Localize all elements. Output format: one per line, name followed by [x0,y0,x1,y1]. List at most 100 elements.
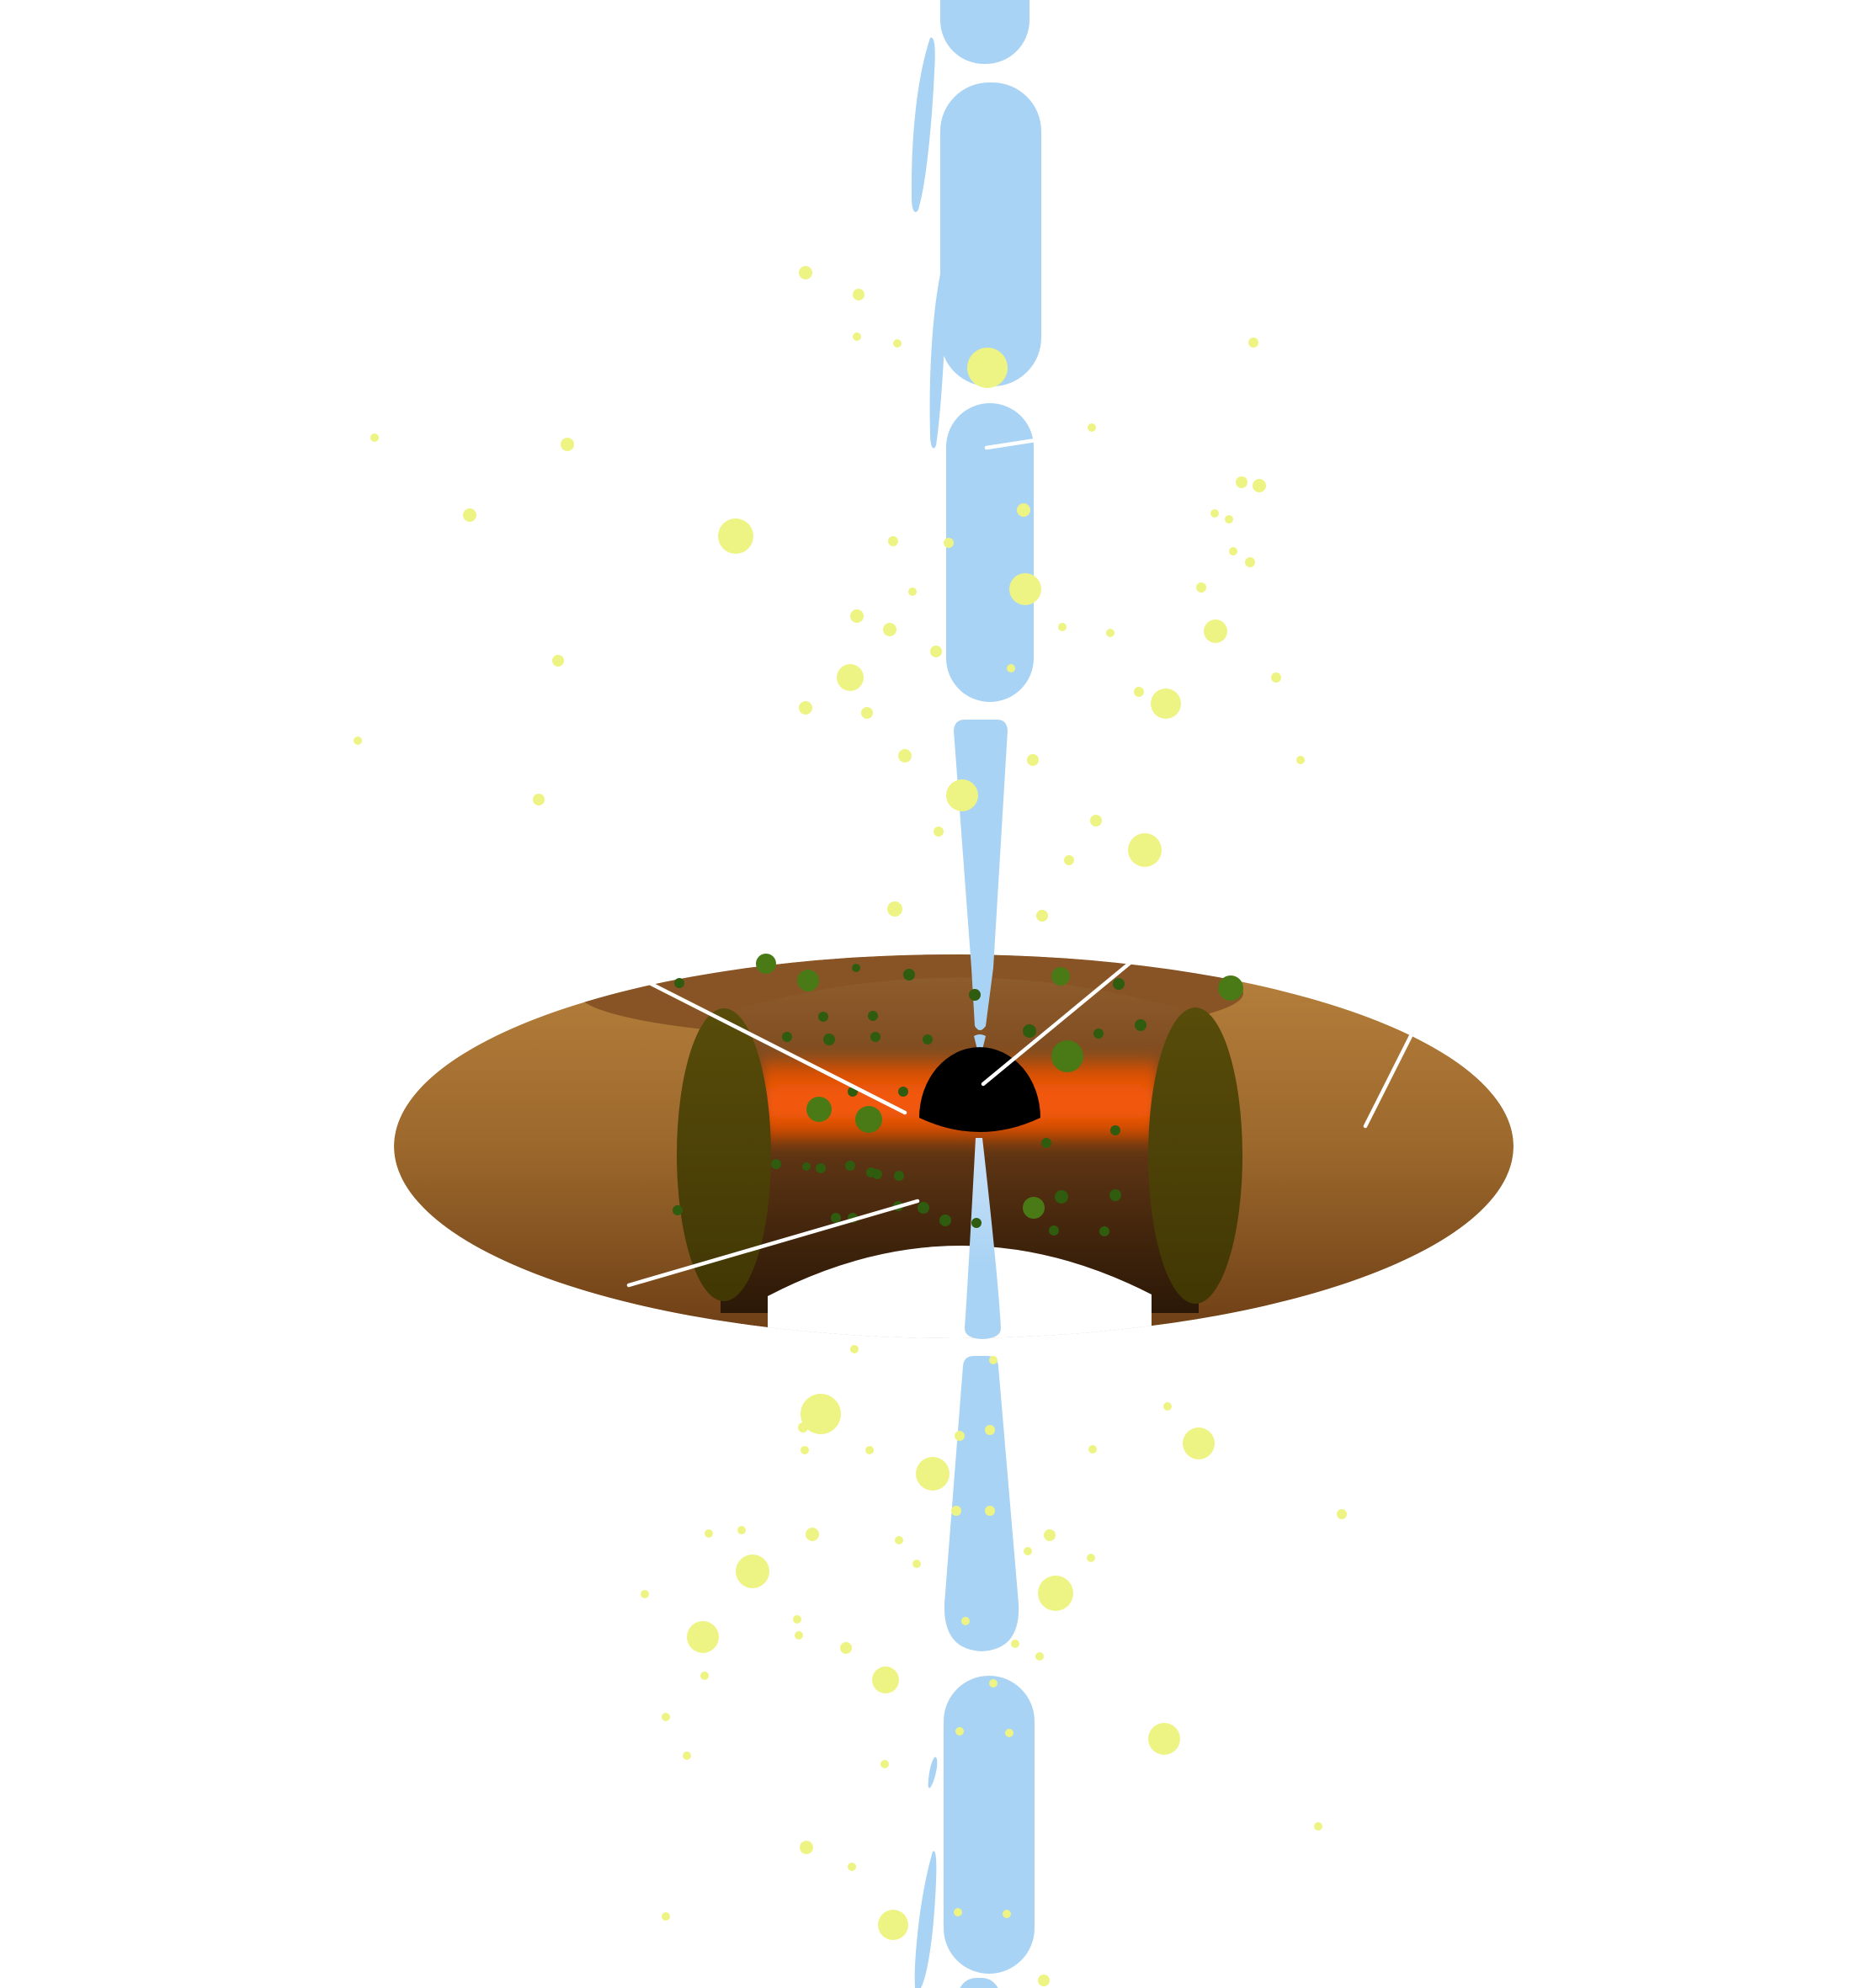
yellow-cloud [1314,1822,1322,1831]
green-cloud [673,1205,683,1215]
torus-cut-face [677,1008,771,1301]
yellow-cloud [1296,756,1305,764]
leader-line [627,970,907,1115]
green-cloud [1135,1019,1146,1031]
yellow-cloud [880,1760,889,1768]
green-cloud [1113,978,1125,990]
inner-cloud-layer [673,954,1243,1236]
green-cloud [1023,1024,1036,1038]
yellow-cloud [1005,1729,1013,1737]
yellow-cloud [989,1356,998,1364]
yellow-cloud [1038,1975,1050,1986]
yellow-cloud [799,266,812,279]
yellow-cloud [683,1751,691,1760]
yellow-cloud [887,901,902,917]
yellow-cloud [837,664,864,691]
yellow-cloud [1106,629,1115,637]
green-cloud [1099,1226,1109,1236]
jet-segment-top [940,0,1029,64]
yellow-cloud [801,1394,841,1434]
green-cloud [823,1034,835,1045]
yellow-cloud [662,1713,670,1721]
yellow-cloud [1183,1427,1215,1459]
yellow-cloud [1151,688,1181,719]
green-cloud [1109,1189,1121,1201]
bipolar-jet [911,0,1041,1988]
yellow-cloud [883,623,896,636]
green-cloud [782,1032,792,1042]
green-cloud [872,1169,882,1179]
yellow-cloud [801,1446,809,1454]
outer-cloud-layer [354,266,1347,1986]
green-cloud [939,1215,951,1226]
green-cloud [1055,1190,1068,1204]
green-cloud [1093,1029,1104,1039]
yellow-cloud [705,1529,713,1538]
yellow-cloud [985,1425,995,1435]
green-cloud [816,1163,826,1173]
yellow-cloud [354,736,362,745]
yellow-cloud [1163,1402,1172,1411]
yellow-cloud [800,1841,813,1854]
yellow-cloud [1044,1529,1056,1541]
yellow-cloud [853,332,861,341]
yellow-cloud [370,433,379,442]
yellow-cloud [1196,582,1206,593]
yellow-cloud [888,536,898,546]
yellow-cloud [878,1910,908,1940]
yellow-cloud [1009,573,1041,605]
yellow-cloud [944,538,954,548]
yellow-cloud [1088,1445,1097,1454]
green-cloud [870,1032,880,1042]
yellow-cloud [1064,855,1074,865]
yellow-cloud [533,794,545,805]
yellow-cloud [1128,833,1162,867]
yellow-cloud [1058,623,1067,631]
green-cloud [1051,967,1070,986]
green-cloud [831,1213,841,1223]
green-cloud [845,1161,855,1171]
yellow-cloud [916,1457,950,1491]
yellow-cloud [989,1679,998,1688]
yellow-cloud [1236,476,1248,488]
yellow-cloud [946,779,978,811]
yellow-cloud [895,1536,903,1544]
green-cloud [806,1097,832,1122]
yellow-cloud [1248,338,1258,348]
yellow-cloud [793,1615,801,1624]
yellow-cloud [737,1526,746,1534]
green-cloud [855,1106,882,1133]
yellow-cloud [1024,1547,1032,1555]
green-cloud [756,954,776,974]
yellow-cloud [951,1506,961,1516]
green-cloud [903,969,915,981]
yellow-cloud [840,1642,852,1654]
yellow-cloud [1036,910,1048,922]
yellow-cloud [1003,1910,1011,1918]
green-cloud [797,970,819,991]
yellow-cloud [1225,515,1233,524]
yellow-cloud [1204,619,1227,643]
green-cloud [868,1011,878,1021]
yellow-cloud [1007,664,1015,672]
green-cloud [971,1218,982,1228]
jet-sliver [929,258,948,449]
yellow-cloud [930,646,942,657]
leader-line [626,1199,920,1288]
yellow-cloud [561,438,574,451]
yellow-cloud [463,508,476,522]
yellow-cloud [893,339,902,348]
jet-sliver [911,37,935,212]
yellow-cloud [934,827,944,837]
yellow-cloud [552,655,564,667]
yellow-cloud [850,1345,859,1353]
yellow-cloud [872,1666,899,1693]
jet-segment-top [974,1034,986,1050]
jet-segment-bottom [944,1676,1035,1974]
yellow-cloud [898,749,912,763]
jet-segment-bottom [944,1356,1019,1651]
yellow-cloud [1148,1723,1180,1755]
green-cloud [852,964,860,972]
jet-segment-bottom [960,1978,998,1988]
